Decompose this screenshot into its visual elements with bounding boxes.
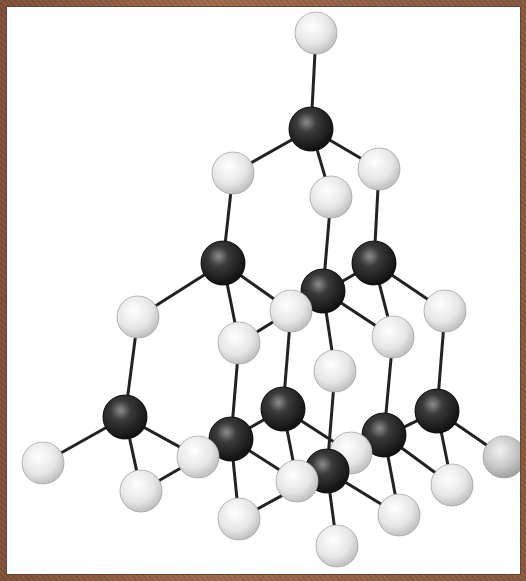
light-atom <box>430 463 474 507</box>
lattice-canvas <box>6 6 521 575</box>
dark-atom <box>351 240 397 286</box>
light-atom <box>357 147 401 191</box>
light-atom <box>176 435 220 479</box>
dark-atom <box>288 106 334 152</box>
light-atom <box>217 321 261 365</box>
light-atom <box>313 349 357 393</box>
light-atom <box>482 435 520 479</box>
light-atom <box>294 11 338 55</box>
light-atom <box>211 151 255 195</box>
light-atom <box>371 315 415 359</box>
dark-atom <box>260 386 306 432</box>
crystal-lattice-diagram <box>21 11 520 568</box>
dark-atom <box>300 268 346 314</box>
light-atom <box>217 497 261 541</box>
dark-atom <box>414 388 460 434</box>
light-atom <box>269 289 313 333</box>
dark-atom <box>102 394 148 440</box>
light-atom <box>116 295 160 339</box>
light-atom <box>309 175 353 219</box>
light-atom <box>21 441 65 485</box>
light-atom <box>275 459 319 503</box>
light-atom <box>119 469 163 513</box>
light-atom <box>377 493 421 537</box>
light-atom <box>315 524 359 568</box>
light-atom <box>423 289 467 333</box>
dark-atom <box>200 240 246 286</box>
